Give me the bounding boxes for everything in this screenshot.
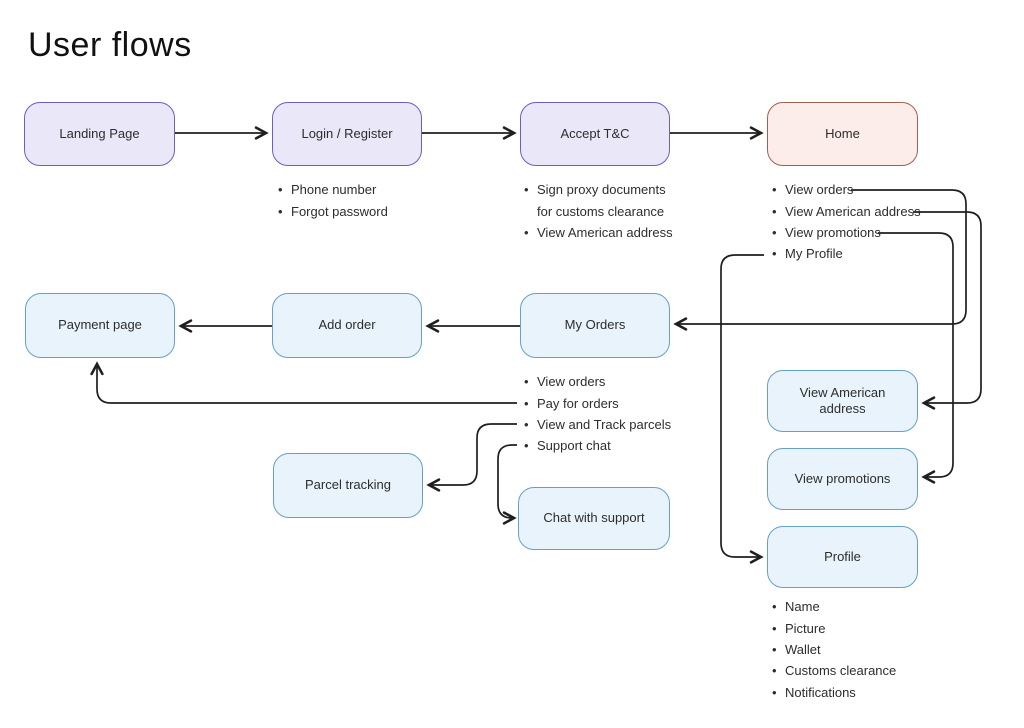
- bullet-item: Customs clearance: [772, 660, 896, 681]
- connector-my-profile-to-profile: [720, 254, 764, 564]
- bullet-item: View orders: [772, 179, 921, 200]
- connector-bullet-to-view-american-address: [913, 211, 982, 410]
- bullet-item: Support chat: [524, 435, 671, 456]
- bullet-item: Wallet: [772, 639, 896, 660]
- node-landing-page[interactable]: Landing Page: [24, 102, 175, 166]
- bullet-item: Notifications: [772, 682, 896, 703]
- connector-pay-for-orders-to-payment: [90, 361, 517, 404]
- accept-tc-bullets: Sign proxy documents for customs clearan…: [524, 179, 673, 243]
- node-chat-with-support[interactable]: Chat with support: [518, 487, 670, 550]
- node-my-orders[interactable]: My Orders: [520, 293, 670, 358]
- bullet-item: Sign proxy documents: [524, 179, 673, 200]
- bullet-item: View American address: [772, 200, 921, 221]
- profile-bullets: Name Picture Wallet Customs clearance No…: [772, 596, 896, 703]
- bullet-item: Pay for orders: [524, 392, 671, 413]
- node-view-promotions[interactable]: View promotions: [767, 448, 918, 510]
- node-view-american-address[interactable]: View American address: [767, 370, 918, 432]
- bullet-item: My Profile: [772, 243, 921, 264]
- node-login-register[interactable]: Login / Register: [272, 102, 422, 166]
- page-title: User flows: [28, 26, 192, 64]
- bullet-item: View American address: [524, 222, 673, 243]
- node-payment-page[interactable]: Payment page: [25, 293, 175, 358]
- login-register-bullets: Phone number Forgot password: [278, 179, 388, 222]
- bullet-item: Forgot password: [278, 200, 388, 221]
- bullet-item: View promotions: [772, 222, 921, 243]
- connector-track-parcels-to-parcel-tracking: [426, 423, 517, 492]
- bullet-item: Picture: [772, 617, 896, 638]
- node-profile[interactable]: Profile: [767, 526, 918, 588]
- connector-bullet-to-view-promotions: [878, 232, 954, 484]
- bullet-item: Phone number: [278, 179, 388, 200]
- bullet-item: View orders: [524, 371, 671, 392]
- connector-support-chat-to-chat: [497, 444, 517, 525]
- node-add-order[interactable]: Add order: [272, 293, 422, 358]
- node-parcel-tracking[interactable]: Parcel tracking: [273, 453, 423, 518]
- bullet-item: Name: [772, 596, 896, 617]
- node-home[interactable]: Home: [767, 102, 918, 166]
- bullet-item: View and Track parcels: [524, 414, 671, 435]
- home-bullets: View orders View American address View p…: [772, 179, 921, 265]
- my-orders-bullets: View orders Pay for orders View and Trac…: [524, 371, 671, 457]
- bullet-item-continuation: for customs clearance: [537, 203, 665, 219]
- node-accept-tc[interactable]: Accept T&C: [520, 102, 670, 166]
